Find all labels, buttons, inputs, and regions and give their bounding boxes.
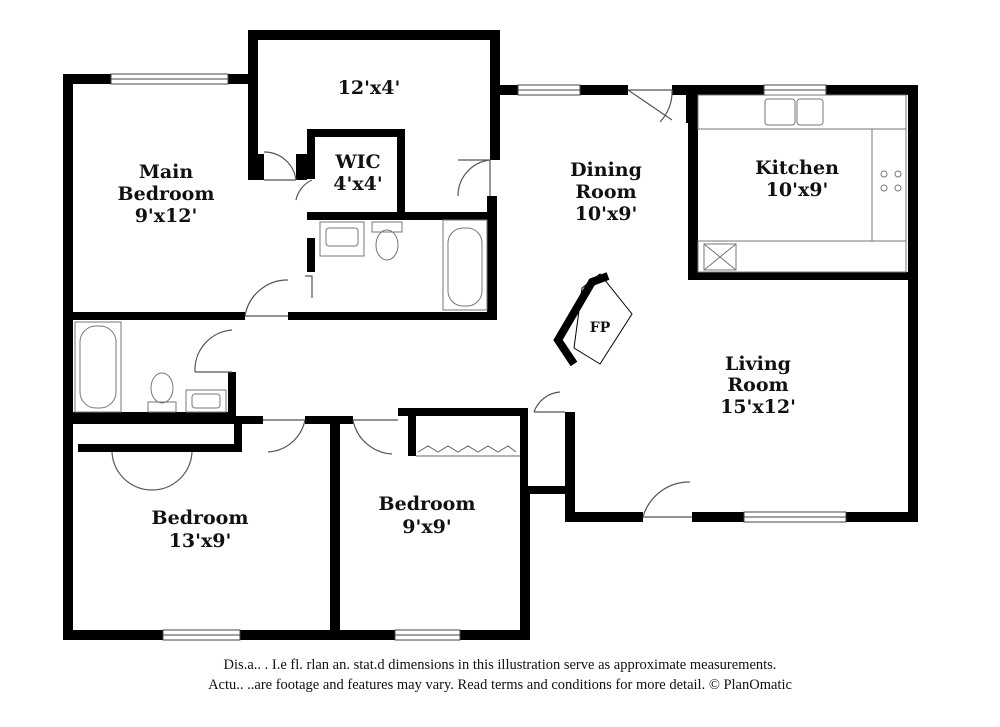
bedroom-middle-name: Bedroom [379,493,476,515]
main-bedroom-name-2: Bedroom [118,183,215,205]
disclaimer: Dis.a.. . I.e fl. rlan an. stat.d dimens… [0,655,1000,695]
dining-room-name-1: Dining [570,159,642,181]
main-bedroom-size: 9'x12' [135,205,198,227]
kitchen-name: Kitchen [755,157,839,179]
closet-bifold [416,445,520,457]
kitchen-size: 10'x9' [766,179,829,201]
doors [111,89,692,518]
bedroom-left-name: Bedroom [152,507,249,529]
wic-name: WIC [334,151,380,173]
fixtures [74,94,907,413]
living-room-name-2: Room [727,374,788,396]
bedroom-left-size: 13'x9' [169,530,232,552]
disclaimer-line-1: Dis.a.. . I.e fl. rlan an. stat.d dimens… [223,657,777,673]
bedroom-middle-size: 9'x9' [402,516,451,538]
fireplace: FP [553,272,633,367]
room-labels: Main Bedroom 9'x12' 12'x4' WIC 4'x4' Din… [118,77,840,552]
windows [110,73,847,641]
living-room-name-1: Living [725,353,791,375]
main-bedroom-name-1: Main [139,161,194,183]
disclaimer-line-2: Actu.. ..are footage and features may va… [208,677,792,693]
dining-room-size: 10'x9' [575,203,638,225]
wic-size: 4'x4' [333,173,382,195]
dining-room-name-2: Room [575,181,636,203]
closet-size: 12'x4' [338,77,401,99]
living-room-size: 15'x12' [720,396,796,418]
walls [63,30,918,640]
fireplace-label: FP [590,320,611,336]
